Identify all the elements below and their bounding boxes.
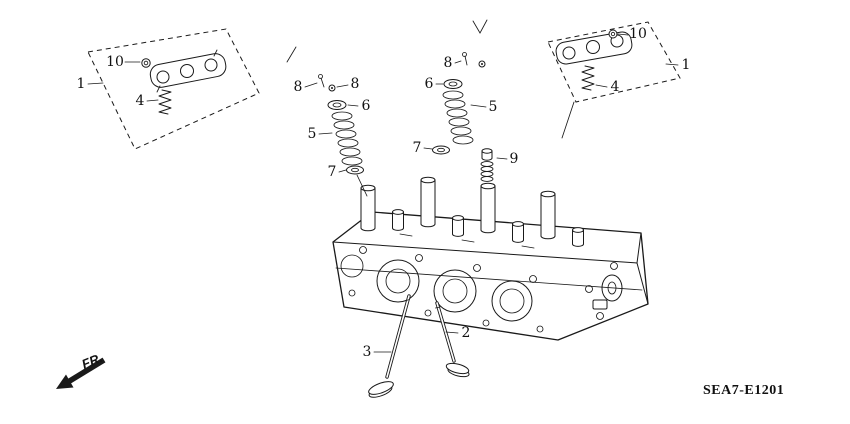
valve-stem-seal [480,148,494,182]
valve-2-part [435,301,470,378]
lost-motion-spring-right [581,65,595,91]
callout-8b-left: 8 [351,76,360,92]
fr-label: FR. [80,350,105,372]
nut-left [141,58,151,68]
rocker-assembly-right [547,21,681,139]
callout-6-left: 6 [362,98,371,114]
callout-4-right: 4 [611,79,620,95]
callout-10-left: 10 [106,54,124,70]
fr-arrowhead [56,374,74,389]
rocker-box-left [87,28,260,150]
valvetrain-right [432,19,494,182]
callout-4-left: 4 [136,93,145,109]
callout-3: 3 [363,344,372,360]
pointer-mark-left [286,46,297,63]
callout-7-left: 7 [328,164,337,180]
callout-1-left: 1 [77,76,86,92]
pointer-mark-right [472,19,488,34]
callout-6-right: 6 [425,76,434,92]
diagram-code: SEA7-E1201 [703,383,784,398]
callout-10-right: 10 [629,26,647,42]
spring-retainer-right [443,79,463,89]
callout-9-right: 9 [510,151,519,167]
valvetrain-left [286,46,368,197]
callout-labels: 10 1 4 8 8 6 5 7 8 6 5 7 9 10 1 4 2 3 [77,26,691,360]
spring-seat-left [346,165,364,175]
cylinder-head [332,176,649,341]
nut-right [608,29,618,39]
head-bolt-holes [348,246,618,333]
callout-8-right: 8 [444,55,453,71]
callout-5-left: 5 [308,126,317,142]
head-end-details [592,274,623,320]
callout-8a-left: 8 [294,79,303,95]
callout-1-right: 1 [682,57,691,73]
valve-spring-right [442,90,474,145]
head-ports [340,254,533,322]
valve-spring-left [331,111,363,166]
callout-7-right: 7 [413,140,422,156]
front-direction-indicator: FR. [56,350,106,389]
cotter-a-left [318,74,323,79]
valve-guides [360,176,556,240]
cotter-right [462,52,467,57]
callout-2: 2 [462,325,471,341]
valve-3-part [368,294,411,398]
spring-seat-right [432,145,450,155]
callout-5-right: 5 [489,99,498,115]
spring-retainer-left [327,100,347,110]
rocker-assembly-left [87,28,260,150]
valve-guide-stubs [392,209,584,247]
rocker-box-right [547,21,681,103]
lost-motion-spring-left [158,89,172,115]
